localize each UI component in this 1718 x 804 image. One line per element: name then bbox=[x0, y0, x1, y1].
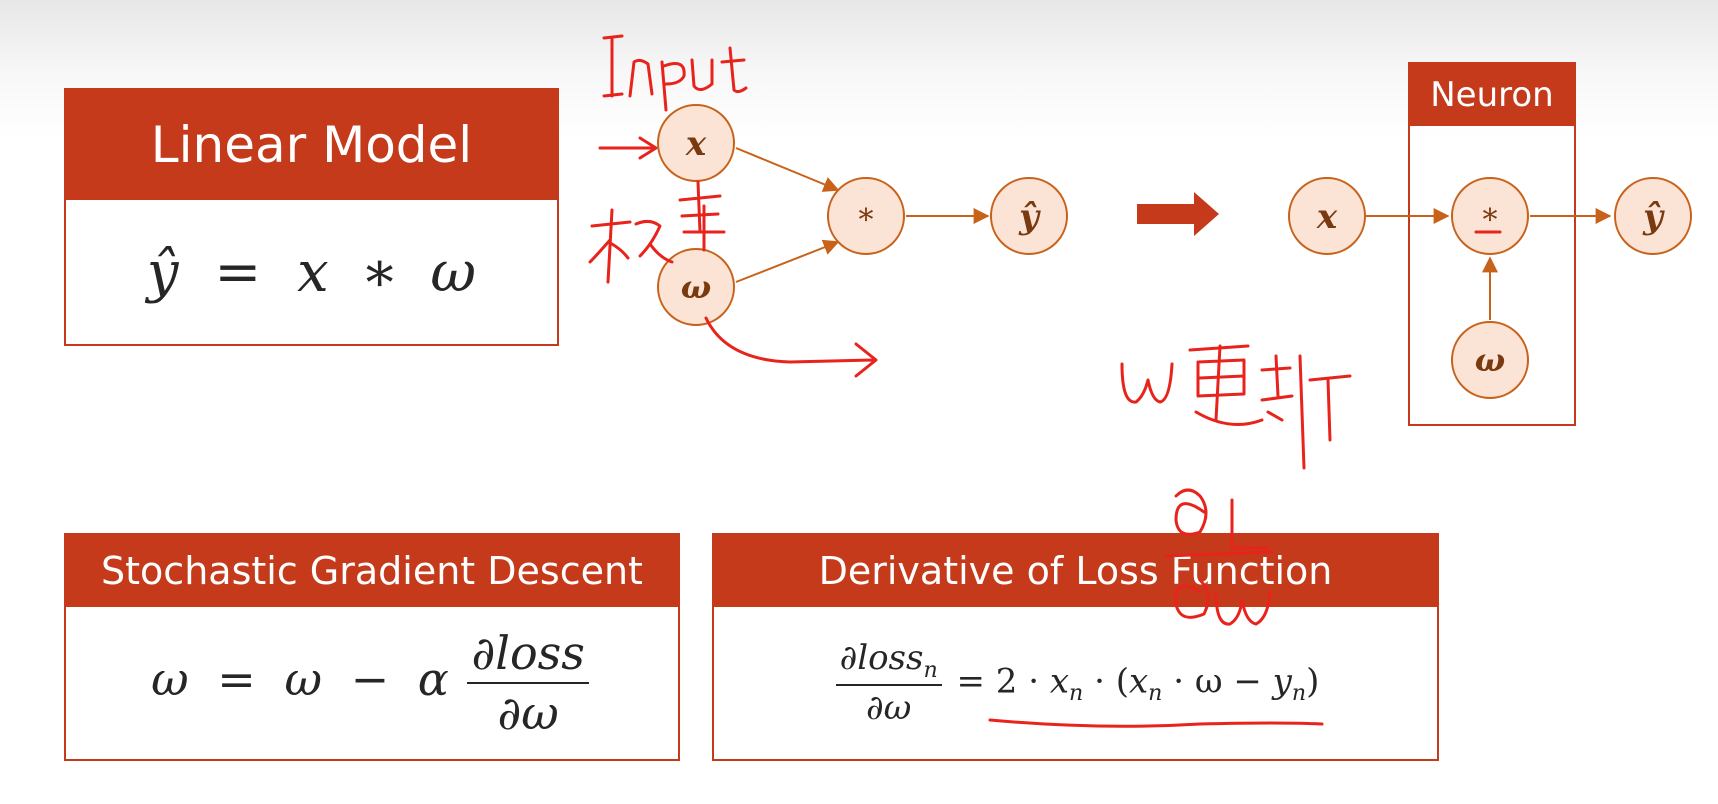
ink-update-omega bbox=[1120, 362, 1174, 404]
sgd-omega: ω bbox=[284, 652, 322, 706]
derivative-formula: ∂lossn ∂ω = 2 · xn · (xn · ω − yn) bbox=[714, 607, 1437, 759]
node-w-label: ω bbox=[681, 268, 711, 306]
ink-input-arrow bbox=[598, 136, 658, 160]
derivative-rhs-2: · ( bbox=[1083, 660, 1129, 701]
neuron-node-w-label: ω bbox=[1475, 341, 1505, 379]
sgd-title: Stochastic Gradient Descent bbox=[101, 549, 643, 593]
ink-weight-char-1 bbox=[588, 208, 632, 284]
ink-input-t bbox=[720, 46, 748, 94]
formula-multiply: ∗ bbox=[360, 239, 399, 305]
derivative-box: Derivative of Loss Function ∂lossn ∂ω = … bbox=[712, 533, 1439, 761]
transform-arrow bbox=[1137, 192, 1219, 236]
sgd-box: Stochastic Gradient Descent ω = ω − α ∂l… bbox=[64, 533, 680, 761]
derivative-fraction: ∂lossn ∂ω bbox=[835, 637, 942, 729]
node-x-label: x bbox=[685, 124, 707, 164]
formula-x: x bbox=[297, 239, 329, 305]
derivative-numerator-sub: n bbox=[923, 656, 938, 683]
sgd-equals: = bbox=[217, 652, 256, 706]
formula-equals: = bbox=[214, 239, 262, 305]
node-yhat: ŷ bbox=[990, 177, 1068, 255]
derivative-denominator: ∂ω bbox=[866, 688, 912, 729]
derivative-rhs-4: ) bbox=[1306, 660, 1320, 701]
ink-update-char-2 bbox=[1260, 354, 1352, 470]
neuron-node-yhat-label: ŷ bbox=[1642, 197, 1665, 237]
sgd-fraction: ∂loss ∂ω bbox=[467, 626, 589, 740]
neuron-node-mul: * bbox=[1451, 177, 1529, 255]
sgd-lhs: ω bbox=[151, 652, 189, 706]
ink-update-char-1 bbox=[1188, 344, 1264, 426]
sgd-alpha: α bbox=[417, 652, 449, 706]
derivative-numerator-text: ∂loss bbox=[839, 637, 924, 678]
ink-update-arrow bbox=[704, 316, 878, 378]
sgd-header: Stochastic Gradient Descent bbox=[66, 535, 678, 607]
ink-weight-char-2 bbox=[678, 180, 726, 252]
neuron-node-w: ω bbox=[1451, 321, 1529, 399]
ink-weight-char-1b bbox=[634, 219, 674, 264]
neuron-title: Neuron bbox=[1430, 75, 1554, 115]
node-yhat-label: ŷ bbox=[1018, 197, 1041, 237]
derivative-y: y bbox=[1272, 660, 1292, 701]
sgd-formula: ω = ω − α ∂loss ∂ω bbox=[66, 607, 678, 759]
sgd-numerator: ∂loss bbox=[467, 626, 589, 684]
ink-input-p bbox=[660, 60, 686, 112]
sgd-minus: − bbox=[350, 652, 390, 706]
ink-derivative-underline bbox=[988, 718, 1324, 728]
ink-input-i-serifs bbox=[602, 34, 624, 98]
node-x: x bbox=[657, 104, 735, 182]
derivative-x2-sub: n bbox=[1148, 679, 1163, 706]
neuron-node-x-label: x bbox=[1316, 197, 1338, 237]
derivative-title: Derivative of Loss Function bbox=[818, 549, 1333, 593]
derivative-x1: x bbox=[1049, 660, 1070, 701]
neuron-box: Neuron bbox=[1408, 62, 1576, 426]
ink-input-n bbox=[628, 58, 654, 98]
ink-dw-omega bbox=[1214, 590, 1272, 626]
ink-dw-partial bbox=[1174, 578, 1210, 619]
derivative-header: Derivative of Loss Function bbox=[714, 535, 1437, 607]
linear-model-box: Linear Model ŷ = x ∗ ω bbox=[64, 88, 559, 346]
formula-yhat: ŷ bbox=[146, 239, 179, 305]
ink-dL-bar bbox=[1164, 550, 1274, 558]
derivative-x1-sub: n bbox=[1069, 679, 1084, 706]
edge-w-to-mul bbox=[735, 239, 840, 283]
neuron-header: Neuron bbox=[1410, 64, 1574, 126]
linear-model-title: Linear Model bbox=[150, 116, 473, 174]
node-mul: * bbox=[827, 177, 905, 255]
derivative-y-sub: n bbox=[1291, 679, 1307, 706]
derivative-x2: x bbox=[1128, 660, 1149, 701]
derivative-numerator: ∂lossn bbox=[835, 637, 942, 687]
ink-dL-partial bbox=[1174, 488, 1208, 536]
linear-model-formula: ŷ = x ∗ ω bbox=[66, 200, 557, 344]
ink-dL-L bbox=[1230, 498, 1270, 550]
linear-model-header: Linear Model bbox=[66, 90, 557, 200]
derivative-rhs-3: · ω − bbox=[1162, 660, 1273, 701]
neuron-node-yhat: ŷ bbox=[1614, 177, 1692, 255]
sgd-denominator: ∂ω bbox=[497, 686, 559, 740]
neuron-node-x: x bbox=[1288, 177, 1366, 255]
neuron-node-mul-label: * bbox=[1483, 203, 1498, 238]
handwritten-annotations bbox=[588, 34, 1502, 728]
node-mul-label: * bbox=[859, 203, 874, 238]
derivative-rhs-1: = 2 · bbox=[956, 660, 1050, 701]
ink-input-u bbox=[690, 58, 714, 91]
edge-x-to-mul bbox=[735, 147, 840, 192]
formula-omega: ω bbox=[430, 239, 477, 305]
node-w: ω bbox=[657, 248, 735, 326]
